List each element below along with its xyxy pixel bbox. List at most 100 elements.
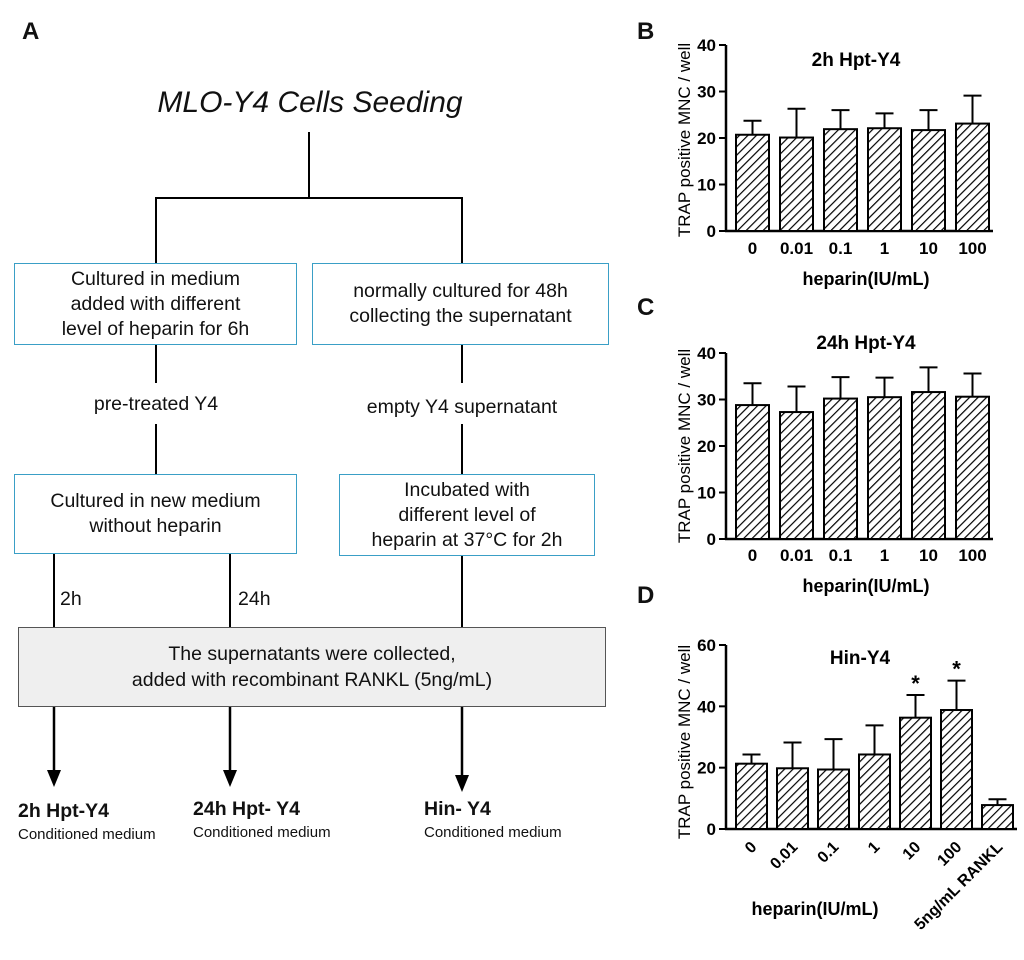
- output-subtitle: Conditioned medium: [424, 824, 562, 841]
- connector-line: [308, 132, 310, 198]
- bar: [735, 762, 768, 830]
- bar: [779, 411, 814, 540]
- chart-c-title: 24h Hpt-Y4: [816, 333, 916, 354]
- bar: [899, 716, 932, 830]
- significance-marker: *: [911, 671, 920, 696]
- label-24h: 24h: [238, 588, 271, 610]
- x-tick-label: 1: [880, 239, 889, 258]
- arrow-head: [455, 775, 469, 792]
- x-tick-label: 1: [865, 839, 883, 857]
- connector-line: [155, 345, 157, 383]
- box-text-line: Cultured in new medium: [50, 490, 261, 512]
- chart-b: 2h Hpt-Y4 TRAP positive MNC / well hepar…: [675, 36, 993, 289]
- box-text-line: level of heparin for 6h: [61, 317, 250, 340]
- chart-c-ylabel: TRAP positive MNC / well: [675, 349, 694, 543]
- connector-line: [53, 554, 55, 628]
- x-tick-label: 100: [958, 239, 986, 258]
- x-tick-label: 0: [748, 239, 757, 258]
- chart-d-title: Hin-Y4: [830, 648, 891, 669]
- box-text-line: added with recombinant RANKL (5ng/mL): [131, 669, 493, 691]
- box-text-line: normally cultured for 48h: [353, 280, 568, 302]
- box-text-line: different level of: [398, 503, 536, 526]
- y-tick-label: 40: [697, 36, 716, 55]
- x-tick-label: 100: [958, 546, 986, 565]
- bar: [911, 129, 946, 232]
- x-tick-label: 10: [919, 546, 938, 565]
- x-tick-label: 0.01: [767, 839, 801, 873]
- bar: [817, 768, 850, 830]
- connector-line: [229, 554, 231, 628]
- output-subtitle: Conditioned medium: [18, 826, 156, 843]
- significance-marker: *: [952, 657, 961, 682]
- x-tick-label: 0.1: [815, 839, 843, 867]
- panel-letter-a: A: [22, 18, 40, 45]
- box-text-line: Incubated with: [404, 478, 530, 501]
- bar: [735, 404, 770, 540]
- connector-line: [461, 424, 463, 474]
- label-2h: 2h: [60, 588, 82, 610]
- output-title-2h: 2h Hpt-Y4: [18, 800, 110, 822]
- y-tick-label: 20: [697, 759, 716, 778]
- x-tick-label: 0: [742, 839, 760, 857]
- bar: [735, 133, 770, 232]
- connector-line: [461, 556, 463, 628]
- panel-letter-c: C: [637, 294, 655, 321]
- box-text-line: collecting the supernatant: [349, 305, 572, 327]
- y-tick-label: 20: [697, 129, 716, 148]
- y-tick-label: 10: [697, 484, 716, 503]
- step-box-normal-culture: normally cultured for 48h collecting the…: [312, 263, 609, 345]
- bar: [911, 391, 946, 540]
- bar: [955, 122, 990, 232]
- step-box-incubated: Incubated with different level of hepari…: [339, 474, 595, 556]
- x-tick-label: 1: [880, 546, 889, 565]
- box-text-line: added with different: [70, 292, 241, 315]
- box-text-line: without heparin: [89, 515, 222, 537]
- bar: [955, 395, 990, 540]
- panel-letter-d: D: [637, 582, 655, 609]
- panel-letter-b: B: [637, 18, 655, 45]
- connector-line: [155, 197, 463, 199]
- y-tick-label: 30: [697, 391, 716, 410]
- output-title-24h: 24h Hpt- Y4: [193, 798, 300, 820]
- y-tick-label: 30: [697, 83, 716, 102]
- chart-d-ylabel: TRAP positive MNC / well: [675, 645, 694, 839]
- x-tick-label: 10: [919, 239, 938, 258]
- flow-arrows: [47, 707, 469, 792]
- x-tick-label: 0: [748, 546, 757, 565]
- arrow-head: [223, 770, 237, 787]
- x-tick-label: 10: [900, 839, 925, 864]
- y-tick-label: 0: [707, 530, 716, 549]
- y-tick-label: 10: [697, 176, 716, 195]
- chart-d-xlabel: heparin(IU/mL): [751, 899, 878, 919]
- y-tick-label: 40: [697, 344, 716, 363]
- y-tick-label: 20: [697, 437, 716, 456]
- output-subtitle: Conditioned medium: [193, 824, 331, 841]
- x-tick-label: 0.01: [780, 239, 813, 258]
- bar: [867, 127, 902, 232]
- chart-b-xlabel: heparin(IU/mL): [802, 269, 929, 289]
- bar: [858, 753, 891, 830]
- label-pre-treated: pre-treated Y4: [93, 393, 219, 415]
- bar: [940, 709, 973, 830]
- y-tick-label: 60: [697, 636, 716, 655]
- connector-line: [461, 197, 463, 263]
- x-tick-label: 0.1: [829, 239, 853, 258]
- chart-b-title: 2h Hpt-Y4: [812, 50, 901, 71]
- label-empty-supernatant: empty Y4 supernatant: [366, 396, 558, 418]
- bar: [823, 128, 858, 232]
- box-text-line: The supernatants were collected,: [168, 643, 456, 665]
- box-text-line: Cultured in medium: [70, 267, 241, 290]
- chart-c: 24h Hpt-Y4 TRAP positive MNC / well hepa…: [675, 333, 993, 596]
- chart-b-ylabel: TRAP positive MNC / well: [675, 43, 694, 237]
- step-box-heparin-medium: Cultured in medium added with different …: [14, 263, 297, 345]
- step-box-new-medium: Cultured in new medium without heparin: [14, 474, 297, 554]
- bar: [867, 396, 902, 540]
- x-tick-label: 0.01: [780, 546, 813, 565]
- y-tick-label: 40: [697, 697, 716, 716]
- x-tick-label: 0.1: [829, 546, 853, 565]
- supernatant-collection-box: The supernatants were collected, added w…: [18, 627, 606, 707]
- y-tick-label: 0: [707, 222, 716, 241]
- chart-c-xlabel: heparin(IU/mL): [802, 576, 929, 596]
- bar: [779, 136, 814, 232]
